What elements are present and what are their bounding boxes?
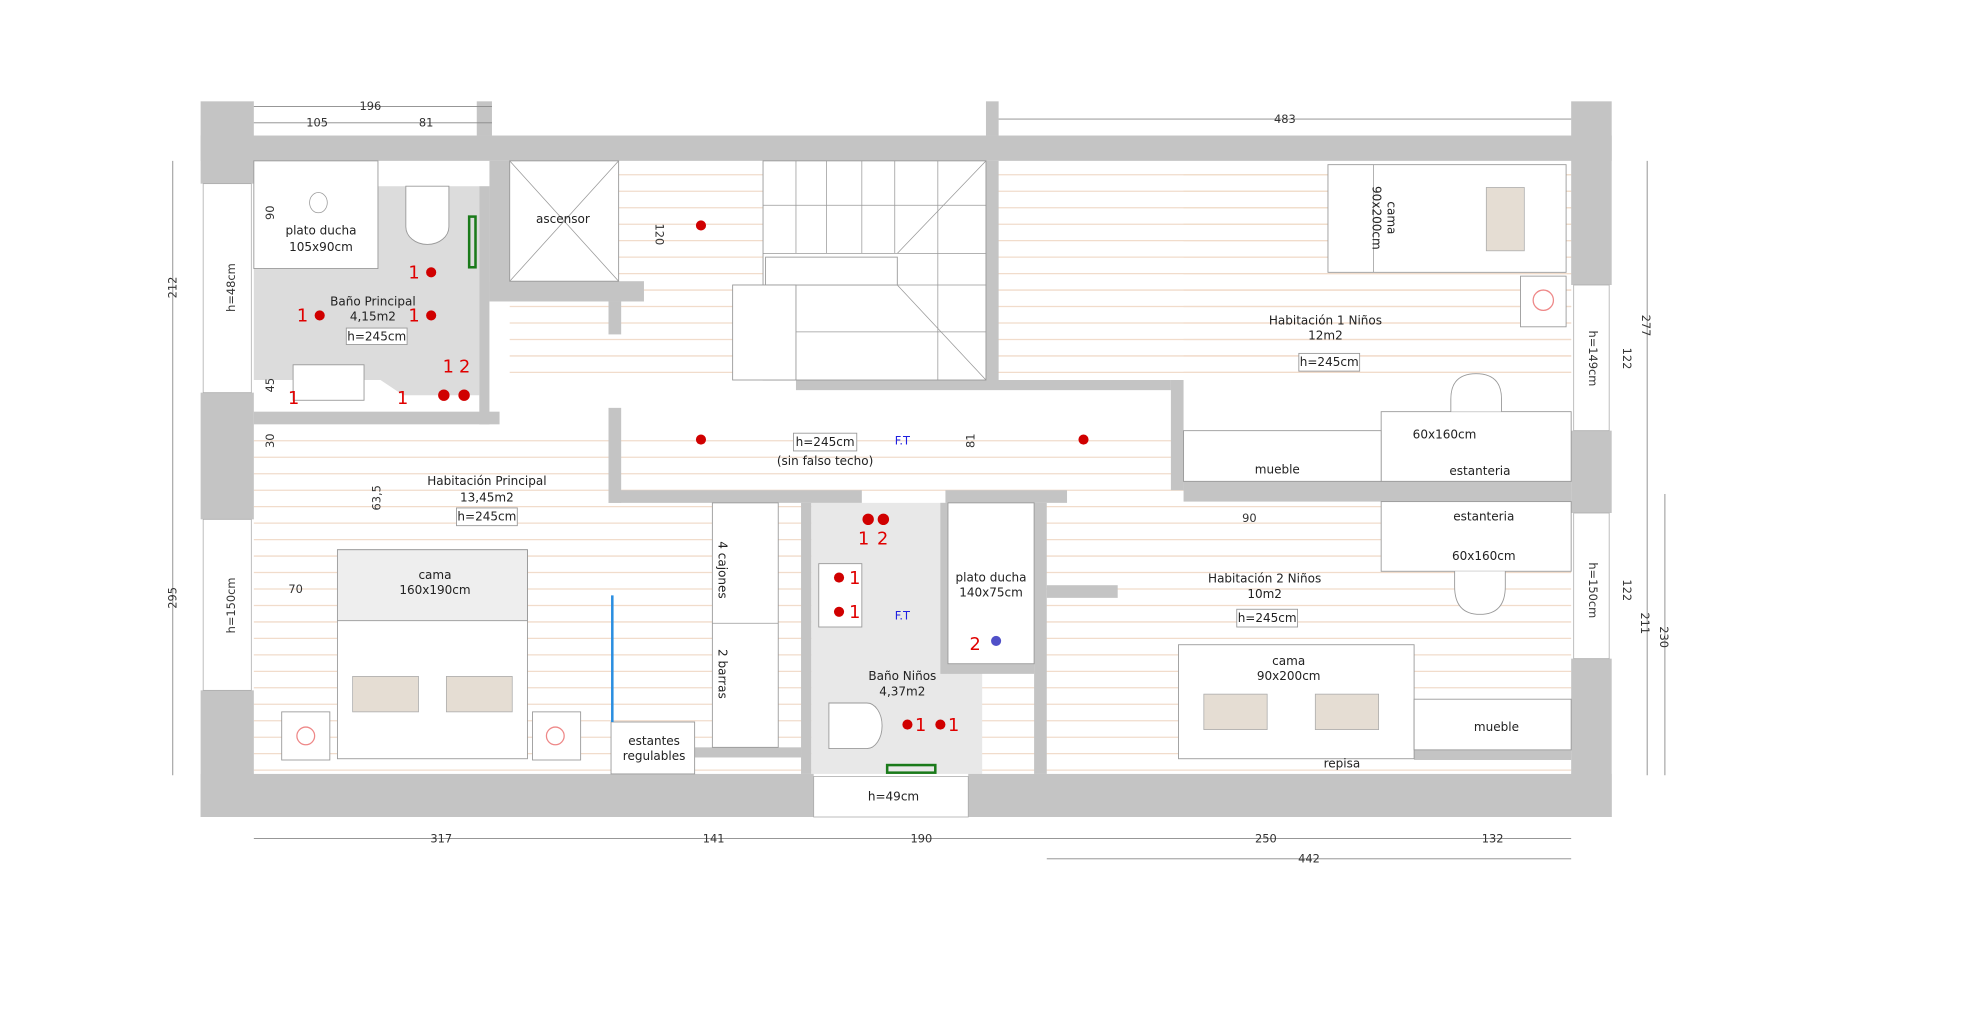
dim-45: 45 [263,378,277,393]
drawers-label: 4 cajones [716,541,730,598]
window-left-bottom-height: h=150cm [224,578,238,634]
elevator [509,160,620,282]
bano-principal-height: h=245cm [347,330,406,344]
hab2-area: 10m2 [1247,587,1282,601]
dim-right-277: 277 [1639,315,1653,337]
bano-ninos-area: 4,37m2 [879,684,925,698]
dim-81: 81 [964,434,978,449]
circuit-1: 1 [849,603,860,623]
circuit-1: 1 [408,307,419,327]
shelves-label-2: regulables [623,749,686,763]
hab2-shelf: estanteria [1453,510,1514,524]
bano-principal-name: Baño Principal [330,294,416,308]
dim-left-295: 295 [166,587,180,609]
dim-top-483: 483 [1274,112,1296,126]
dim-30: 30 [263,434,277,449]
bano-principal-shower-size: 105x90cm [289,240,353,254]
dim-top-81: 81 [419,116,433,130]
dimension-labels: 196 105 81 483 212 295 90 45 30 63,5 70 … [166,99,1671,865]
bano-principal-area: 4,15m2 [350,309,396,323]
dim-left-212: 212 [166,277,180,299]
bano-ninos-ft: F.T [895,608,910,622]
hab2-desk: 60x160cm [1452,549,1516,563]
window-bottom-height: h=49cm [868,790,919,804]
hab1-height: h=245cm [1300,355,1359,369]
shelves-label-1: estantes [628,734,680,748]
window-right-bottom-height: h=150cm [1586,562,1600,618]
hab-principal-bed: cama [418,568,451,582]
circuit-1: 1 [397,389,408,409]
circuit-1: 1 [948,716,959,736]
hab1-bed: cama [1385,201,1399,234]
hab2-ledge: repisa [1324,757,1361,771]
ascensor-label: ascensor [536,212,590,226]
circuit-1: 1 [297,307,308,327]
dim-120: 120 [652,223,666,245]
hab-principal-height: h=245cm [457,510,516,524]
circuit-1: 1 [408,264,419,284]
hab1-name: Habitación 1 Niños [1269,313,1382,327]
hab2-name: Habitación 2 Niños [1208,572,1321,586]
room-labels: plato ducha 105x90cm Baño Principal 4,15… [285,186,1519,771]
circuit-2: 2 [970,635,981,655]
hab-principal-name: Habitación Principal [427,474,546,488]
bano-principal-shower-label: plato ducha [285,223,356,237]
circuit-1: 1 [858,530,869,550]
pasillo-ft: F.T [895,434,910,448]
hab2-furniture: mueble [1474,720,1519,734]
dim-top-196: 196 [359,99,381,113]
staircase [732,160,987,381]
windows [202,183,1610,818]
dim-bottom-317: 317 [430,831,452,845]
dim-63-5: 63,5 [370,485,384,510]
bars-label: 2 barras [716,649,730,699]
dimension-lines [172,105,1666,860]
hab-principal-area: 13,45m2 [460,491,514,505]
circuit-marks: 1 1 1 1 2 1 1 1 2 1 1 1 1 2 [288,264,981,736]
circuit-1: 1 [915,716,926,736]
circuit-2: 2 [877,530,888,550]
dim-right-122a: 122 [1620,348,1634,370]
furniture [253,160,1572,775]
dim-bottom-132: 132 [1482,831,1504,845]
dim-90: 90 [263,206,277,220]
dim-bottom-141: 141 [703,831,725,845]
bano-ninos-shower-size: 140x75cm [959,586,1023,600]
hab-principal-bed-size: 160x190cm [399,583,470,597]
window-right-top-height: h=149cm [1586,331,1600,387]
dim-right-211: 211 [1638,612,1652,634]
dim-right-230: 230 [1657,626,1671,648]
circuit-1: 1 [443,357,454,377]
circuit-2: 2 [459,357,470,377]
circuit-1: 1 [849,569,860,589]
dim-bottom-250: 250 [1255,831,1277,845]
hab1-area: 12m2 [1308,328,1343,342]
pasillo-note: (sin falso techo) [777,454,873,468]
hab2-bed: cama [1272,654,1305,668]
hab1-shelf: estanteria [1449,464,1510,478]
dim-right-122b: 122 [1620,579,1634,601]
circuit-1: 1 [288,389,299,409]
bano-ninos-name: Baño Niños [868,669,936,683]
dim-top-105: 105 [306,116,328,130]
dim-bottom-442: 442 [1298,852,1320,866]
dim-bottom-190: 190 [910,831,932,845]
window-left-top-height: h=48cm [224,263,238,312]
hab1-bed-size: 90x200cm [1369,186,1383,250]
ceiling-lights [314,220,1089,730]
hab1-desk: 60x160cm [1413,427,1477,441]
pasillo-height: h=245cm [796,435,855,449]
hab2-bed-size: 90x200cm [1257,669,1321,683]
hab1-furniture: mueble [1255,463,1300,477]
dim-70: 70 [288,582,303,596]
hab2-height: h=245cm [1238,611,1297,625]
walls [200,101,1612,817]
dim-90-hab2: 90 [1242,511,1257,525]
bano-ninos-shower-label: plato ducha [956,570,1027,584]
